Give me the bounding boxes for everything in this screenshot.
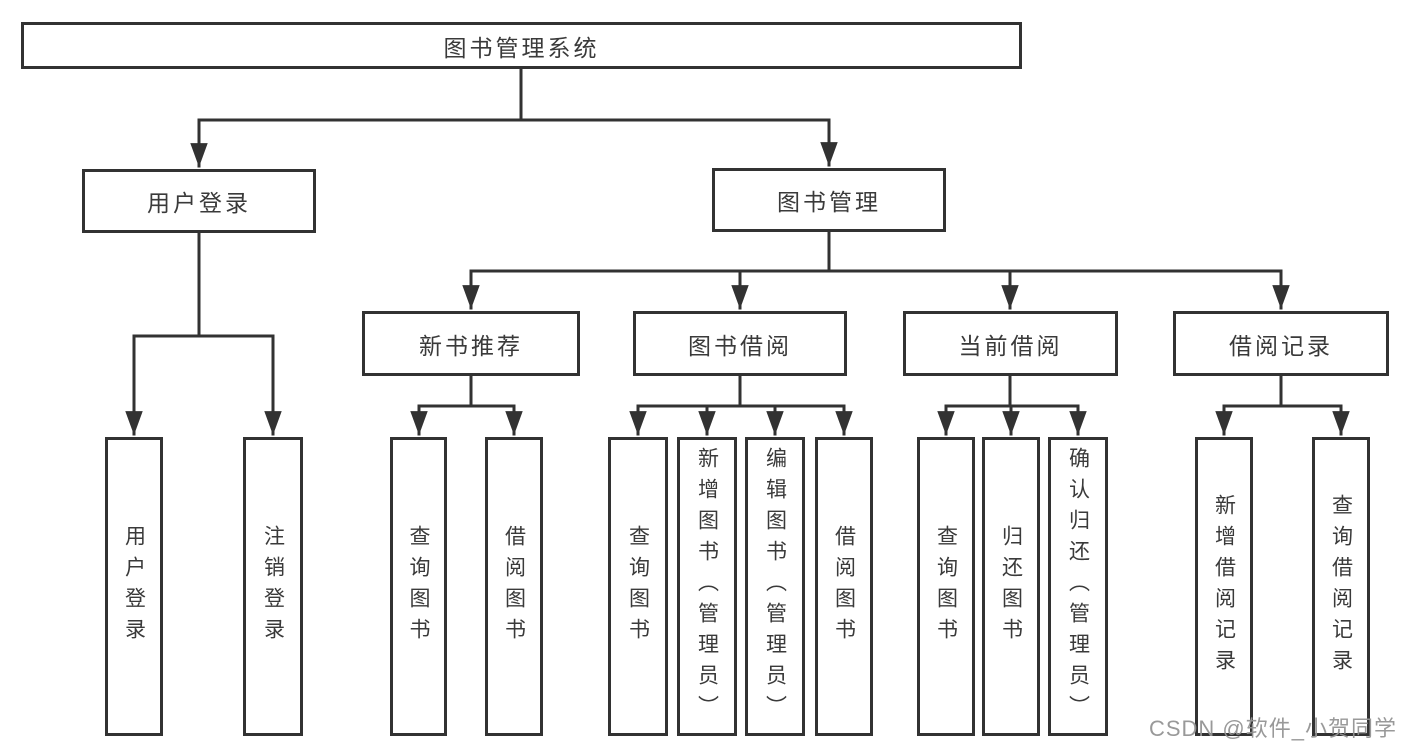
node-leaf-add-borrow-record: 新增借阅记录	[1195, 437, 1253, 736]
node-label: 借阅图书	[832, 524, 856, 649]
node-label: 确认归还（管理员）	[1066, 447, 1090, 726]
connector-new-book-rec	[410, 374, 523, 436]
node-label: 用户登录	[147, 190, 251, 216]
connector-book-mgmt	[462, 230, 1290, 310]
node-label: 新书推荐	[419, 332, 523, 359]
node-label: 借阅图书	[502, 524, 526, 649]
node-leaf-user-login: 用户登录	[105, 437, 163, 736]
node-label: 新增借阅记录	[1212, 493, 1236, 680]
node-leaf-return-books: 归还图书	[982, 437, 1040, 736]
node-leaf-confirm-return-admin: 确认归还（管理员）	[1048, 437, 1108, 736]
node-label: 图书借阅	[688, 332, 792, 359]
node-label: 当前借阅	[958, 332, 1063, 359]
node-leaf-query-books-3: 查询图书	[917, 437, 975, 736]
node-label: 编辑图书（管理员）	[763, 447, 787, 726]
node-label: 归还图书	[999, 524, 1023, 649]
watermark: CSDN @软件_小贺同学	[1148, 716, 1397, 741]
connector-book-borrow	[629, 374, 853, 436]
connector-root	[190, 67, 838, 168]
node-label: 图书管理系统	[443, 34, 600, 61]
node-leaf-query-borrow-record: 查询借阅记录	[1312, 437, 1370, 736]
node-label: 用户登录	[122, 524, 146, 649]
node-leaf-borrow-books-1: 借阅图书	[485, 437, 543, 736]
node-leaf-logout: 注销登录	[243, 437, 303, 736]
node-label: 查询图书	[626, 524, 650, 649]
node-user-login: 用户登录	[82, 169, 316, 233]
node-leaf-edit-books-admin: 编辑图书（管理员）	[745, 437, 805, 736]
connector-current-borrow	[937, 374, 1087, 436]
node-book-mgmt: 图书管理	[712, 168, 946, 232]
node-current-borrow: 当前借阅	[903, 311, 1118, 376]
node-leaf-add-books-admin: 新增图书（管理员）	[677, 437, 737, 736]
connector-user-login	[125, 231, 282, 436]
node-label: 新增图书（管理员）	[695, 447, 719, 726]
node-root: 图书管理系统	[21, 22, 1022, 69]
node-borrow-records: 借阅记录	[1173, 311, 1389, 376]
node-book-borrow: 图书借阅	[633, 311, 847, 376]
connector-borrow-records	[1215, 374, 1350, 436]
node-label: 查询图书	[934, 524, 958, 649]
node-label: 查询图书	[407, 524, 430, 649]
node-leaf-query-books-1: 查询图书	[390, 437, 447, 736]
node-new-book-rec: 新书推荐	[362, 311, 580, 376]
node-leaf-borrow-books-2: 借阅图书	[815, 437, 873, 736]
node-label: 查询借阅记录	[1329, 493, 1353, 680]
node-label: 图书管理	[777, 189, 881, 215]
node-label: 借阅记录	[1229, 332, 1333, 359]
node-label: 注销登录	[261, 524, 285, 649]
node-leaf-query-books-2: 查询图书	[608, 437, 668, 736]
